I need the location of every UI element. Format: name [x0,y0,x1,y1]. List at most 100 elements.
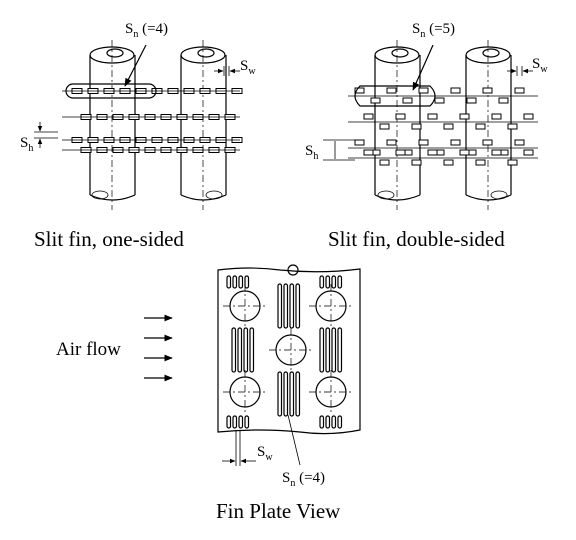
fin-lines-double-sided [348,87,538,166]
sh-label-double-sided: Sh [305,143,318,162]
sn-label-plate: Sn (=4) [282,470,325,489]
slit-bar [238,275,244,289]
slit [354,87,365,94]
slit [411,159,422,166]
tube-left [89,40,136,210]
slit [418,139,429,146]
slit [379,159,390,166]
tube-right-double [465,40,512,210]
sh-dimension-one-sided [34,122,58,148]
sn-arrow-double [412,44,434,91]
slit [363,149,374,156]
slit-bar [337,275,343,289]
tube-right [180,40,227,210]
air-flow-arrows [144,314,173,382]
slit-bar [232,415,238,429]
slit [466,97,477,104]
plate-top-notch [287,264,299,276]
slit [514,139,525,146]
slit [386,87,397,94]
slit-bar [249,327,255,373]
slit-groups [226,275,343,429]
sw-label-plate: Sw [257,444,273,463]
caption-fin-plate: Fin Plate View [216,499,341,523]
slit [459,113,470,120]
slit-bar [337,415,343,429]
slit-bar [295,371,301,417]
slit-bar [231,327,237,373]
slit [411,123,422,130]
slit [459,149,470,156]
slit-bar [232,275,238,289]
slit-bar [325,415,331,429]
slit [523,113,534,120]
slit-bar [331,327,337,373]
slit [418,87,429,94]
slit [395,113,406,120]
caption-one-sided: Slit fin, one-sided [34,227,184,251]
slit-bar [277,283,283,329]
slit-bar [277,371,283,417]
slit-bar [283,371,289,417]
slit-bar [243,327,249,373]
fin-plate-view: Sn (=4) Sw [217,264,361,489]
sw-dimension-double-sided [507,66,533,76]
double-sided-diagram: Sn (=5) Sw Sh [305,21,548,210]
slit-bar [238,415,244,429]
slit-bar [331,275,337,289]
slit [450,139,461,146]
slit [363,113,374,120]
tube-holes [223,284,353,414]
slit-bar [331,415,337,429]
sw-label-double-sided: Sw [532,56,548,75]
slit-bar [337,327,343,373]
slit [507,159,518,166]
slit [370,97,381,104]
slit [491,113,502,120]
slit [491,149,502,156]
slit [379,123,390,130]
slit [482,139,493,146]
slit [354,139,365,146]
slit-bar [319,275,325,289]
tube-left-double [374,40,421,210]
sn-arrow [124,44,147,87]
slit [427,113,438,120]
air-flow-label: Air flow [56,339,121,360]
slit-bar [237,327,243,373]
slit [498,97,509,104]
sn-highlight-loop-double [354,85,436,107]
slit-bar [325,275,331,289]
sh-label-one-sided: Sh [20,135,33,154]
slit-bar [289,371,295,417]
sn-highlight-loop [65,83,157,99]
slit [443,159,454,166]
slit [450,87,461,94]
fin-plate-outline [217,267,361,435]
slit-bar [319,327,325,373]
sw-dimension-one-sided [214,66,240,76]
slit-bar [319,415,325,429]
sn-label-double-sided: Sn (=5) [412,21,455,40]
slit [386,139,397,146]
slit [475,123,486,130]
slit-bar [283,283,289,329]
sn-label-one-sided: Sn (=4) [125,21,168,40]
slit [482,87,493,94]
slit-bar [289,283,295,329]
slit-bar [244,275,250,289]
slit-bar [226,275,232,289]
fin-lines-one-sided [62,88,243,153]
sw-dimension-plate [222,430,256,466]
slit-bar [226,415,232,429]
sw-label-one-sided: Sw [240,58,256,77]
slit [427,149,438,156]
slit [443,123,454,130]
slit [523,149,534,156]
caption-double-sided: Slit fin, double-sided [328,227,505,251]
slit-bar [295,283,301,329]
slit [434,97,445,104]
slit [395,149,406,156]
slit-bar [244,415,250,429]
